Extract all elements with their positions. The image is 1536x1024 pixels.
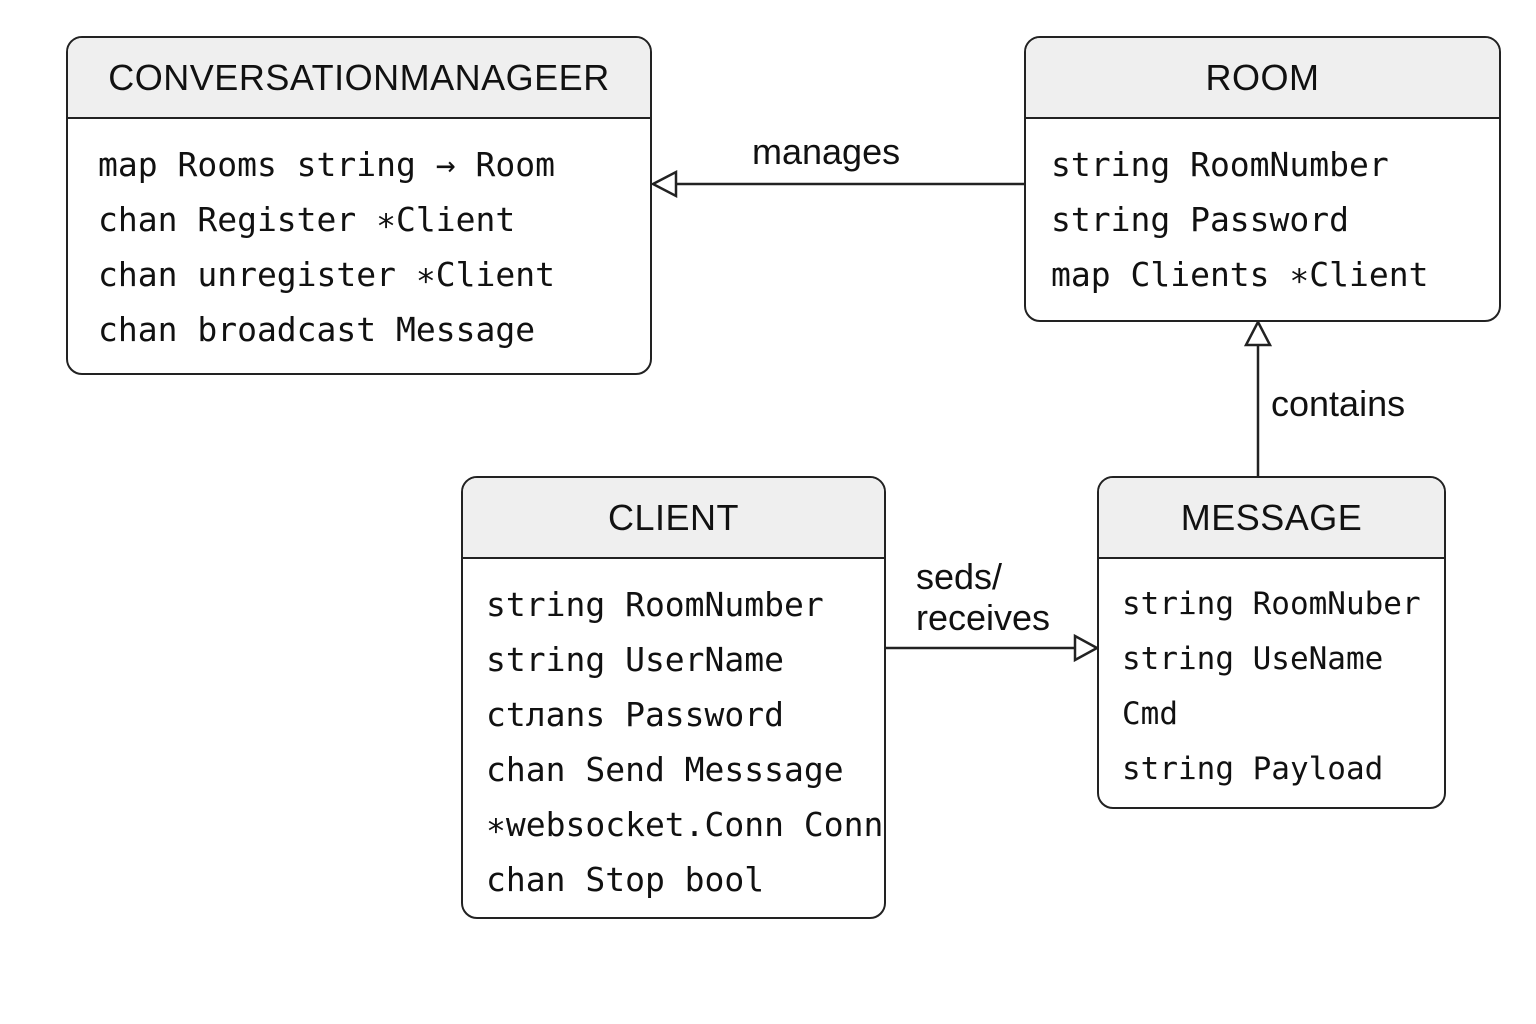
class-field: string Password [1051,200,1350,239]
contains-arrowhead [1243,319,1273,347]
class-field: string Payload [1122,751,1384,787]
class-title: MESSAGE [1099,478,1444,559]
class-field: string UseName [1122,641,1384,677]
class-title: CONVERSATIONMANAGEER [68,38,650,119]
class-field: chan Stop bool [486,860,765,899]
class-field: chan Send Messsage [486,750,844,789]
class-field: string RoomNumber [1051,145,1389,184]
sends-arrowhead [1073,633,1100,663]
class-title: CLIENT [463,478,884,559]
class-title: ROOM [1026,38,1499,119]
message-class: MESSAGE string RoomNuber string UseName … [1097,476,1446,809]
class-field: chan broadcast Message [98,310,536,349]
class-field: ctлans Password [486,695,785,734]
class-field: Cmd [1122,696,1178,732]
sends-label-line2: receives [916,597,1051,638]
class-field: string RoomNumber [486,585,824,624]
class-field: chan Register ∗Client [98,200,516,239]
class-field: map Clients ∗Client [1051,255,1429,294]
class-field: string RoomNuber [1122,586,1421,622]
manages-label: manages [752,131,901,172]
conversation-manager-class: CONVERSATIONMANAGEER map Rooms string → … [66,36,652,375]
class-field: string UserName [486,640,785,679]
room-class: ROOM string RoomNumber string Password m… [1024,36,1501,322]
manages-arrowhead [650,169,678,199]
client-class: CLIENT string RoomNumber string UserName… [461,476,886,919]
contains-label: contains [1271,383,1406,424]
class-field: ∗websocket.Conn Conn [486,805,884,844]
class-field: chan unregister ∗Client [98,255,555,294]
class-field: map Rooms string → Room [98,145,555,184]
sends-label-line1: seds/ [916,556,1003,597]
